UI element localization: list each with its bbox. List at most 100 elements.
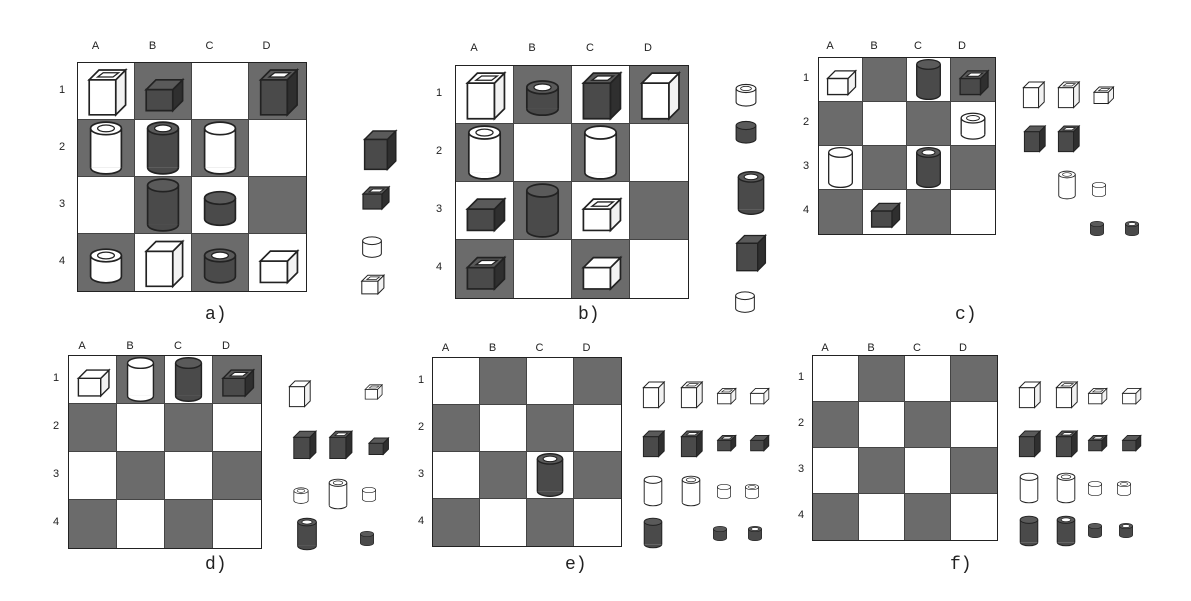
board-square-B3[interactable] (480, 452, 527, 499)
offboard-piece[interactable] (355, 265, 389, 299)
offboard-piece[interactable] (740, 478, 764, 502)
offboard-piece[interactable] (1117, 427, 1145, 455)
board-square-A4[interactable] (433, 499, 480, 546)
offboard-piece[interactable] (1052, 170, 1082, 200)
board-square-B1[interactable] (135, 63, 192, 120)
board-square-D3[interactable] (951, 448, 997, 494)
board-square-C1[interactable] (192, 63, 249, 120)
board-square-A1[interactable] (69, 356, 117, 404)
offboard-piece[interactable] (1087, 176, 1111, 200)
offboard-piece[interactable] (360, 377, 386, 403)
board-square-D2[interactable] (213, 404, 261, 452)
board-square-D4[interactable] (951, 190, 995, 234)
offboard-piece[interactable] (1120, 215, 1144, 239)
board-square-D2[interactable] (630, 124, 688, 182)
board-square-C3[interactable] (527, 452, 574, 499)
board-square-A2[interactable] (433, 405, 480, 452)
board-square-B1[interactable] (859, 356, 905, 402)
board-square-D1[interactable] (630, 66, 688, 124)
board-square-A2[interactable] (78, 120, 135, 177)
offboard-piece[interactable] (1114, 517, 1138, 541)
board-square-A2[interactable] (69, 404, 117, 452)
offboard-piece[interactable] (283, 377, 315, 409)
board-square-B3[interactable] (859, 448, 905, 494)
offboard-piece[interactable] (1083, 475, 1107, 499)
board-square-B4[interactable] (117, 500, 165, 548)
offboard-piece[interactable] (363, 429, 393, 459)
offboard-piece[interactable] (728, 230, 772, 274)
board-square-C1[interactable] (527, 358, 574, 405)
board-square-A4[interactable] (813, 494, 859, 540)
offboard-piece[interactable] (675, 475, 707, 507)
board-square-C2[interactable] (165, 404, 213, 452)
board-square-A4[interactable] (456, 240, 514, 298)
board-square-C2[interactable] (905, 402, 951, 448)
offboard-piece[interactable] (637, 517, 669, 549)
board-square-C2[interactable] (527, 405, 574, 452)
offboard-piece[interactable] (1017, 78, 1049, 110)
board-square-D1[interactable] (951, 58, 995, 102)
board-square-B3[interactable] (863, 146, 907, 190)
board-square-B1[interactable] (514, 66, 572, 124)
offboard-piece[interactable] (675, 378, 707, 410)
offboard-piece[interactable] (290, 517, 324, 551)
board-square-A1[interactable] (433, 358, 480, 405)
offboard-piece[interactable] (322, 478, 354, 510)
board-square-B1[interactable] (863, 58, 907, 102)
board-square-B1[interactable] (480, 358, 527, 405)
board-square-A3[interactable] (456, 182, 514, 240)
offboard-piece[interactable] (745, 380, 773, 408)
board-square-D4[interactable] (951, 494, 997, 540)
offboard-piece[interactable] (355, 125, 403, 173)
board-square-B3[interactable] (117, 452, 165, 500)
board-square-C1[interactable] (907, 58, 951, 102)
offboard-piece[interactable] (728, 283, 762, 317)
board-square-B2[interactable] (514, 124, 572, 182)
offboard-piece[interactable] (1050, 515, 1082, 547)
offboard-piece[interactable] (323, 427, 357, 461)
offboard-piece[interactable] (712, 380, 740, 408)
board-square-D1[interactable] (951, 356, 997, 402)
board-square-B2[interactable] (859, 402, 905, 448)
board-square-B2[interactable] (135, 120, 192, 177)
offboard-piece[interactable] (1013, 515, 1045, 547)
board-square-D1[interactable] (213, 356, 261, 404)
offboard-piece[interactable] (1083, 517, 1107, 541)
offboard-piece[interactable] (1083, 380, 1111, 408)
offboard-piece[interactable] (355, 525, 379, 549)
offboard-piece[interactable] (675, 427, 707, 459)
board-square-D2[interactable] (951, 402, 997, 448)
board-square-C1[interactable] (165, 356, 213, 404)
offboard-piece[interactable] (712, 427, 740, 455)
offboard-piece[interactable] (1013, 472, 1045, 504)
board-square-D3[interactable] (951, 146, 995, 190)
board-square-B2[interactable] (863, 102, 907, 146)
board-square-B4[interactable] (859, 494, 905, 540)
board-square-C4[interactable] (907, 190, 951, 234)
offboard-piece[interactable] (1013, 378, 1045, 410)
board-square-D4[interactable] (213, 500, 261, 548)
offboard-piece[interactable] (1050, 472, 1082, 504)
offboard-piece[interactable] (1050, 427, 1082, 459)
board-square-D3[interactable] (249, 177, 306, 234)
board-square-C4[interactable] (192, 234, 249, 291)
offboard-piece[interactable] (1018, 122, 1050, 154)
board-square-C3[interactable] (905, 448, 951, 494)
board-square-A3[interactable] (69, 452, 117, 500)
board-square-B4[interactable] (514, 240, 572, 298)
board-square-A3[interactable] (433, 452, 480, 499)
offboard-piece[interactable] (728, 112, 764, 148)
board-square-D3[interactable] (574, 452, 621, 499)
offboard-piece[interactable] (1085, 215, 1109, 239)
board-square-A2[interactable] (456, 124, 514, 182)
board-square-A1[interactable] (78, 63, 135, 120)
offboard-piece[interactable] (728, 75, 764, 111)
board-square-C3[interactable] (907, 146, 951, 190)
offboard-piece[interactable] (1013, 427, 1045, 459)
offboard-piece[interactable] (637, 427, 669, 459)
board-square-C4[interactable] (165, 500, 213, 548)
offboard-piece[interactable] (1052, 122, 1084, 154)
board-square-A4[interactable] (78, 234, 135, 291)
board-square-C4[interactable] (905, 494, 951, 540)
offboard-piece[interactable] (1112, 475, 1136, 499)
